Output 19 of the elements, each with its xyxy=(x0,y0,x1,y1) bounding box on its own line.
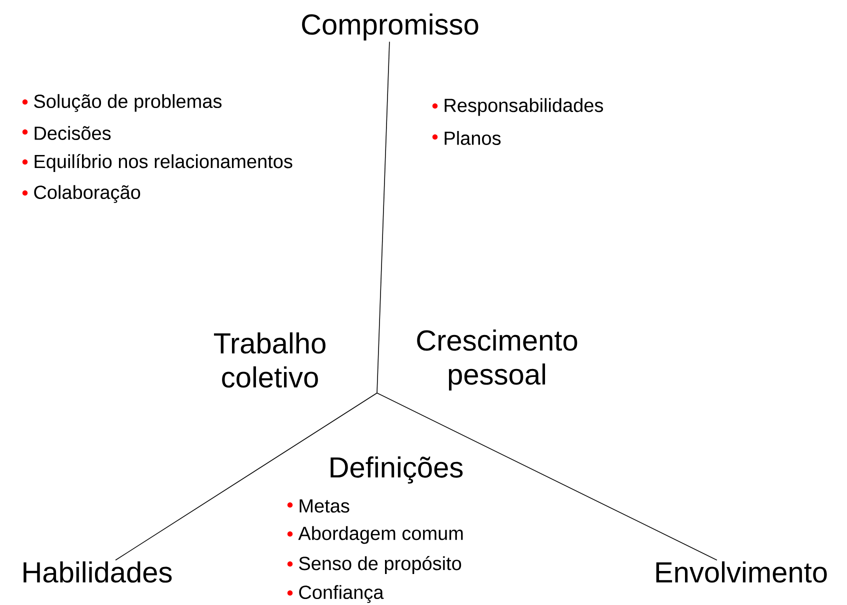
end-label: Envolvimento xyxy=(656,561,827,583)
end-label: Habilidades xyxy=(24,561,172,583)
bullet-item: Decisões xyxy=(22,126,111,140)
heading-text: Trabalho coletivo xyxy=(214,332,326,388)
line xyxy=(376,41,390,394)
bullet-item: Confiança xyxy=(287,585,384,603)
heading-text: Definições xyxy=(330,456,463,484)
bullet-item: Solução de problemas xyxy=(22,94,222,112)
line xyxy=(376,392,718,561)
end-label: Compromisso xyxy=(302,13,478,40)
bullet-item: Colaboração xyxy=(22,185,140,203)
heading-text: Crescimento pessoal xyxy=(417,329,578,390)
line xyxy=(115,392,378,561)
bullet-item: Abordagem comum xyxy=(287,526,463,544)
bullet-item: Planos xyxy=(432,131,501,145)
bullet-item: Senso de propósito xyxy=(287,556,462,574)
bullet-item: Equilíbrio nos relacionamentos xyxy=(22,154,292,172)
bullet-item: Metas xyxy=(287,499,350,513)
bullet-item: Responsabilidades xyxy=(432,98,604,116)
